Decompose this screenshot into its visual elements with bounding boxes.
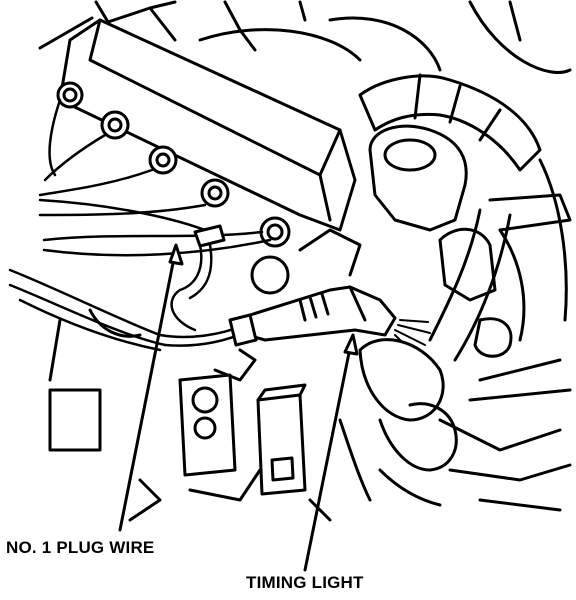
plug-wires xyxy=(8,98,272,352)
air-hose xyxy=(358,73,542,172)
distributor xyxy=(368,124,497,302)
timing-light-gun xyxy=(228,285,397,347)
upper-engine-block xyxy=(38,0,572,74)
spark-plug-boots xyxy=(56,81,291,248)
drive-belts xyxy=(428,158,572,362)
leader-lines xyxy=(118,243,359,572)
plug-wire-label: NO. 1 PLUG WIRE xyxy=(6,538,155,557)
lower-engine-lines xyxy=(308,418,562,522)
plug-wire-leader xyxy=(118,246,178,532)
valve-cover xyxy=(58,18,357,232)
inductive-clamp xyxy=(193,224,226,248)
connector-box xyxy=(256,383,307,496)
plug-wire-arrowhead xyxy=(168,243,184,266)
lower-left-components xyxy=(48,373,262,522)
timing-light-arrowhead xyxy=(343,333,359,356)
crank-pulley xyxy=(358,338,572,482)
timing-light-label: TIMING LIGHT xyxy=(246,573,364,592)
timing-light-leader xyxy=(303,336,354,572)
